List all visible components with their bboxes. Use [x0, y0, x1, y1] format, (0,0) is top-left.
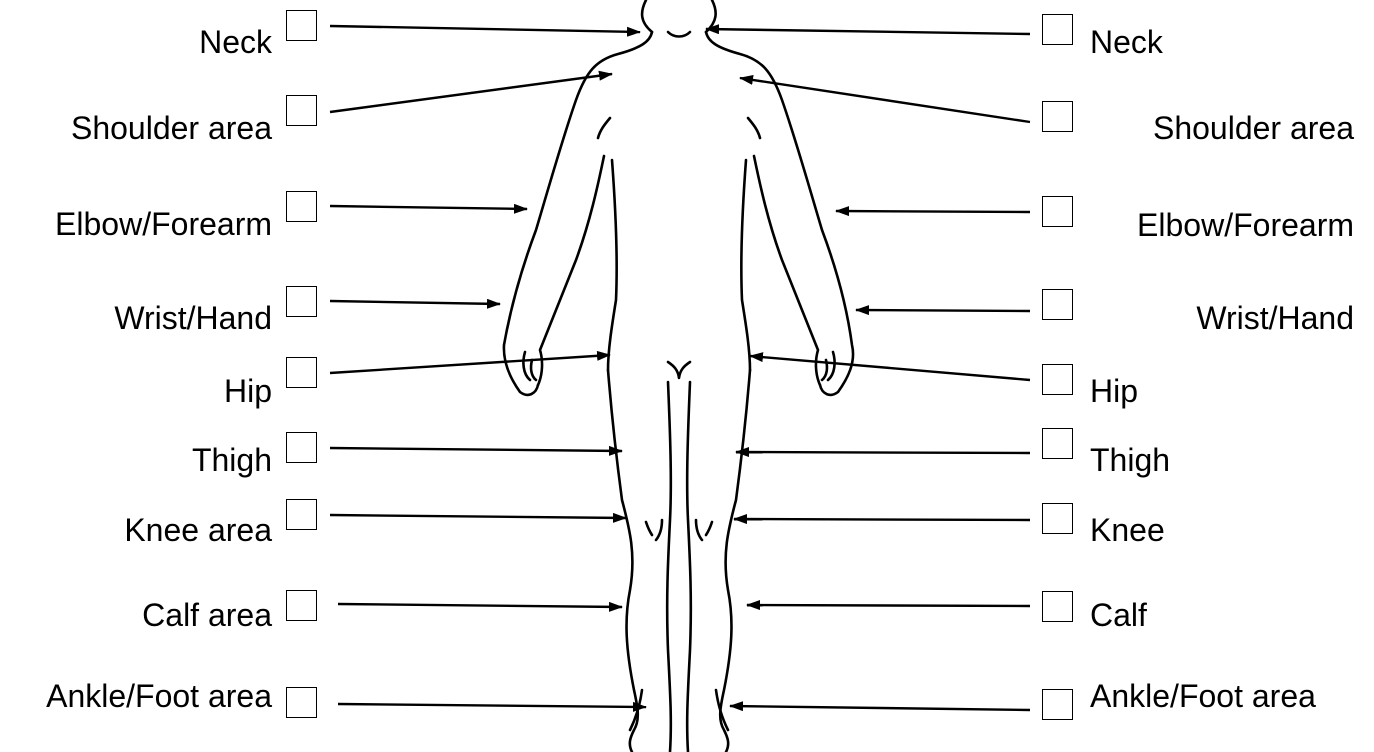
left-label-hip: Hip — [224, 373, 272, 409]
left-label-neck: Neck — [199, 24, 272, 60]
arrow-left-ankle — [338, 704, 646, 707]
right-label-hip: Hip — [1090, 373, 1138, 409]
left-checkbox-shoulder-area[interactable] — [286, 95, 317, 126]
arrow-right-thigh — [736, 452, 1030, 453]
arrow-right-elbow — [836, 211, 1030, 212]
right-checkbox-neck[interactable] — [1042, 14, 1073, 45]
left-label-calf-area: Calf area — [142, 597, 272, 633]
arrow-left-calf — [338, 604, 622, 607]
right-label-calf: Calf — [1090, 597, 1147, 633]
arrow-left-elbow — [330, 206, 527, 209]
right-label-thigh: Thigh — [1090, 442, 1170, 478]
right-label-wrist-hand: Wrist/Hand — [1196, 300, 1354, 336]
left-label-knee-area: Knee area — [124, 512, 272, 548]
right-label-ankle-foot-area: Ankle/Foot area — [1090, 678, 1316, 714]
left-label-shoulder-area: Shoulder area — [71, 110, 272, 146]
right-checkbox-elbow-forearm[interactable] — [1042, 196, 1073, 227]
right-checkbox-hip[interactable] — [1042, 364, 1073, 395]
right-checkbox-calf[interactable] — [1042, 591, 1073, 622]
left-label-ankle-foot-area: Ankle/Foot area — [46, 678, 272, 714]
arrow-right-wrist — [856, 310, 1030, 311]
right-checkbox-wrist-hand[interactable] — [1042, 289, 1073, 320]
left-checkbox-knee-area[interactable] — [286, 499, 317, 530]
arrow-right-calf — [747, 605, 1030, 606]
arrow-right-ankle — [730, 706, 1030, 710]
arrow-left-hip — [330, 355, 610, 373]
right-checkbox-shoulder-area[interactable] — [1042, 101, 1073, 132]
left-checkbox-calf-area[interactable] — [286, 590, 317, 621]
right-checkbox-thigh[interactable] — [1042, 428, 1073, 459]
arrow-left-neck — [330, 26, 640, 32]
left-label-elbow-forearm: Elbow/Forearm — [55, 206, 272, 242]
left-checkbox-ankle-foot-area[interactable] — [286, 687, 317, 718]
left-checkbox-hip[interactable] — [286, 357, 317, 388]
left-label-thigh: Thigh — [192, 442, 272, 478]
left-checkbox-neck[interactable] — [286, 10, 317, 41]
arrow-left-knee — [330, 515, 626, 518]
right-checkbox-ankle-foot-area[interactable] — [1042, 689, 1073, 720]
left-checkbox-wrist-hand[interactable] — [286, 286, 317, 317]
arrow-right-knee — [734, 519, 1030, 520]
left-label-wrist-hand: Wrist/Hand — [114, 300, 272, 336]
right-label-neck: Neck — [1090, 24, 1163, 60]
left-checkbox-thigh[interactable] — [286, 432, 317, 463]
right-label-elbow-forearm: Elbow/Forearm — [1137, 207, 1354, 243]
arrow-left-wrist — [330, 301, 500, 304]
arrow-left-thigh — [330, 448, 622, 451]
right-checkbox-knee[interactable] — [1042, 503, 1073, 534]
left-checkbox-elbow-forearm[interactable] — [286, 191, 317, 222]
arrow-right-shoulder — [740, 78, 1030, 122]
arrow-left-shoulder — [330, 74, 612, 112]
human-body-outline-icon — [504, 0, 853, 752]
arrow-right-hip — [750, 356, 1030, 380]
right-label-knee: Knee — [1090, 512, 1165, 548]
arrow-right-neck — [706, 29, 1030, 34]
right-label-shoulder-area: Shoulder area — [1153, 110, 1354, 146]
